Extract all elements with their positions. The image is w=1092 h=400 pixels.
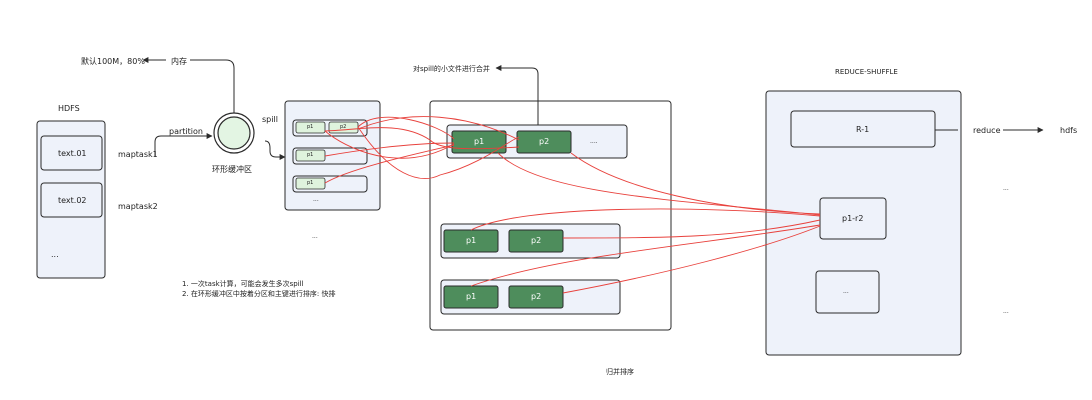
merge-r2-p2-label: p2 bbox=[531, 236, 542, 245]
red-link-12 bbox=[470, 224, 821, 287]
merge-cell-r2-p2 bbox=[508, 229, 564, 253]
red-link-1 bbox=[357, 116, 455, 140]
reduce-pr-box bbox=[819, 197, 887, 240]
side-ellipsis-2: ... bbox=[1003, 308, 1009, 315]
hdfs-file-1: text.01 bbox=[58, 149, 87, 158]
hdfs-file-box-2 bbox=[40, 182, 103, 218]
maptask-2: maptask2 bbox=[118, 202, 158, 211]
red-link-7 bbox=[357, 116, 520, 141]
red-link-11 bbox=[562, 219, 821, 239]
spill-r3-p1: p1 bbox=[307, 180, 314, 186]
reduce-r1-box bbox=[790, 110, 936, 148]
memory-label: 内存 bbox=[171, 57, 187, 66]
merge-top-label: 对spill的小文件进行合并 bbox=[413, 65, 490, 73]
ring-buffer-inner bbox=[217, 116, 251, 150]
spill-label: spill bbox=[262, 115, 278, 124]
spill-r1-p2: p2 bbox=[340, 124, 347, 130]
spill-arrow bbox=[264, 140, 286, 160]
merge-r3-p2-label: p2 bbox=[531, 292, 542, 301]
merge-r2-p1-label: p1 bbox=[466, 236, 477, 245]
spill-cell-r2-p1 bbox=[295, 149, 326, 162]
spill-r1-p1: p1 bbox=[307, 124, 314, 130]
red-link-9 bbox=[570, 152, 821, 215]
maptask-1: maptask1 bbox=[118, 150, 158, 159]
merge-r3-p1-label: p1 bbox=[466, 292, 477, 301]
note-2: 2. 在环形缓冲区中按着分区和主键进行排序: 快排 bbox=[182, 290, 336, 298]
merge-top-arrow bbox=[495, 65, 539, 125]
red-link-8 bbox=[497, 152, 821, 216]
side-ellipsis-1: ... bbox=[1003, 185, 1009, 192]
red-link-4 bbox=[324, 144, 455, 184]
partition-label: partition bbox=[169, 127, 203, 136]
merge-cell-r3-p2 bbox=[508, 285, 564, 309]
hdfs-file-2: text.02 bbox=[58, 196, 87, 205]
merge-cell-r1-p2 bbox=[516, 130, 572, 154]
reduce-r1-label: R-1 bbox=[856, 125, 870, 134]
hdfs-ellipsis: ... bbox=[51, 250, 59, 259]
red-link-6 bbox=[324, 127, 520, 150]
memory-arrow bbox=[190, 59, 235, 113]
red-link-5 bbox=[357, 126, 520, 179]
merge-r1-p1-label: p1 bbox=[474, 137, 485, 146]
merge-bottom-label: 归并排序 bbox=[606, 368, 634, 376]
red-link-3 bbox=[324, 142, 455, 157]
red-link-2 bbox=[324, 130, 455, 159]
spill-cell-r1-p1 bbox=[295, 121, 326, 134]
reduce-ellipsis-box bbox=[815, 270, 880, 314]
red-links bbox=[324, 116, 821, 294]
reduce-box-ellipsis: ... bbox=[843, 288, 849, 295]
spill-panel-ellipsis: ... bbox=[313, 196, 319, 203]
reduce-title: REDUCE-SHUFFLE bbox=[835, 68, 898, 76]
note-1: 1. 一次task计算，可能会发生多次spill bbox=[182, 280, 304, 288]
merge-r1-p2-label: p2 bbox=[539, 137, 550, 146]
partition-arrow bbox=[154, 133, 213, 157]
spill-cell-r3-p1 bbox=[295, 177, 326, 190]
merge-r1-ellipsis: .... bbox=[590, 138, 598, 145]
default-note: 默认100M，80% bbox=[81, 57, 145, 66]
reduce-pr-label: p1-r2 bbox=[842, 214, 864, 223]
merge-cell-r1-p1 bbox=[451, 130, 507, 154]
hdfs-title: HDFS bbox=[58, 104, 80, 113]
spill-below-ellipsis: ... bbox=[312, 233, 318, 240]
hdfs-output-label: hdfs bbox=[1060, 126, 1078, 135]
reduce-label: reduce bbox=[973, 126, 1001, 135]
spill-r2-p1: p1 bbox=[307, 152, 314, 158]
red-link-10 bbox=[470, 208, 821, 231]
ring-buffer-label: 环形缓冲区 bbox=[212, 165, 252, 174]
red-link-13 bbox=[562, 225, 821, 294]
hdfs-file-box-1 bbox=[40, 135, 103, 171]
